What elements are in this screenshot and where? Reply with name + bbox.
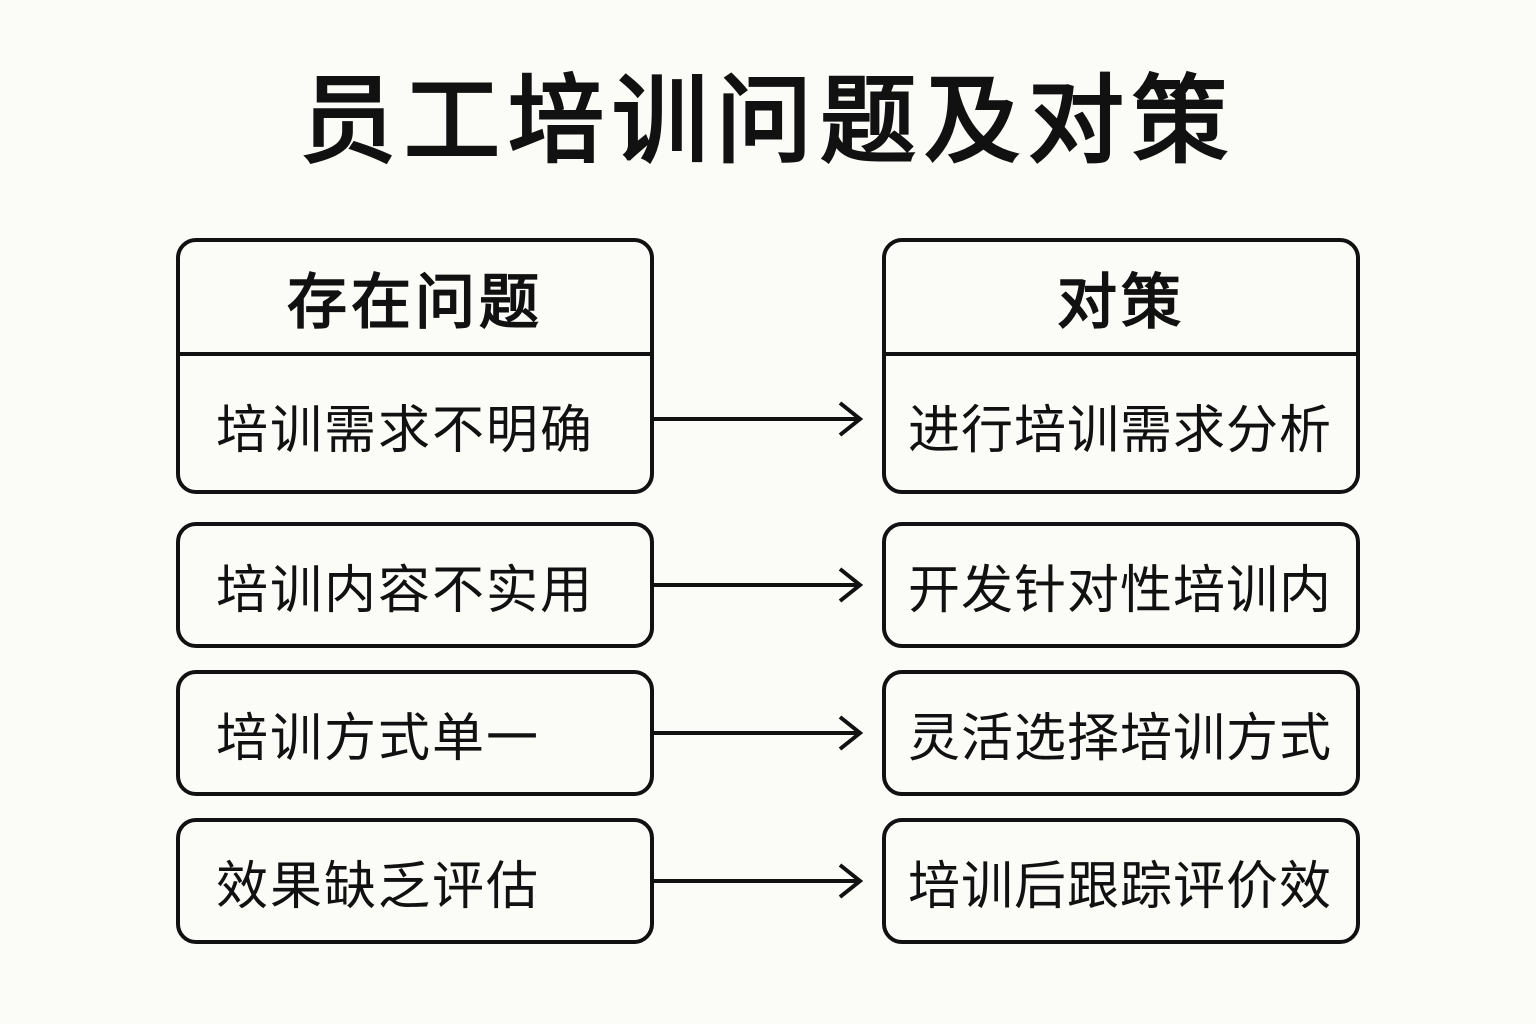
problems-header: 存在问题 <box>180 242 650 356</box>
problem-text-4: 效果缺乏评估 <box>216 856 541 917</box>
arrow-4 <box>652 863 864 899</box>
problem-box-1: 存在问题 培训需求不明确 <box>176 238 654 494</box>
problem-text-2: 培训内容不实用 <box>216 560 595 621</box>
problem-text-1: 培训需求不明确 <box>216 400 595 461</box>
problem-text-3: 培训方式单一 <box>216 708 541 769</box>
page-title: 员工培训问题及对策 <box>300 64 1236 177</box>
arrow-1 <box>652 401 864 437</box>
solution-text-4: 培训后跟踪评价效 <box>908 856 1333 917</box>
solution-text-1: 进行培训需求分析 <box>908 400 1333 461</box>
arrow-2 <box>652 567 864 603</box>
solutions-header: 对策 <box>886 242 1356 356</box>
solution-text-2: 开发针对性培训内 <box>908 560 1333 621</box>
solution-box-2: 开发针对性培训内 <box>882 522 1360 648</box>
solution-box-1: 对策 进行培训需求分析 <box>882 238 1360 494</box>
solution-text-3: 灵活选择培训方式 <box>908 708 1333 769</box>
problem-box-4: 效果缺乏评估 <box>176 818 654 944</box>
solution-box-4: 培训后跟踪评价效 <box>882 818 1360 944</box>
problem-box-3: 培训方式单一 <box>176 670 654 796</box>
solution-box-3: 灵活选择培训方式 <box>882 670 1360 796</box>
problem-box-2: 培训内容不实用 <box>176 522 654 648</box>
arrow-3 <box>652 715 864 751</box>
